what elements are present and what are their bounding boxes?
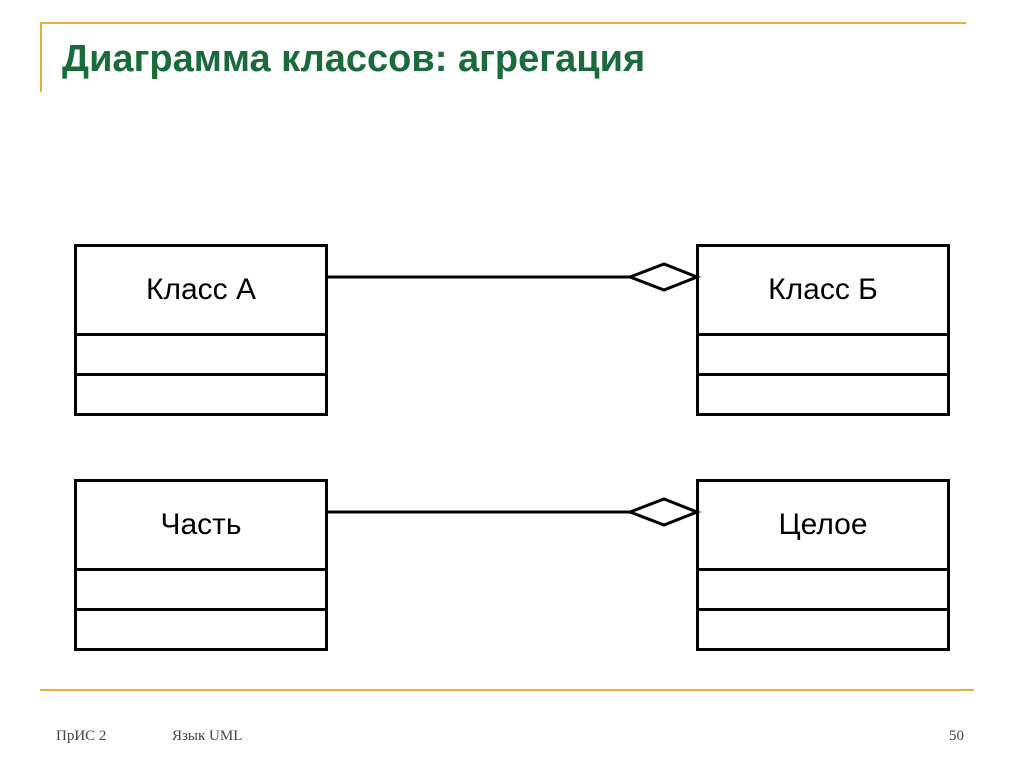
class-name: Класс А	[77, 247, 325, 336]
page-number: 50	[949, 728, 964, 744]
aggregation-link-a-b	[325, 262, 702, 292]
class-name: Часть	[77, 482, 325, 571]
class-attributes-compartment	[699, 571, 947, 611]
uml-class-a: Класс А	[74, 244, 328, 416]
left-accent-rule	[40, 22, 42, 92]
class-attributes-compartment	[77, 336, 325, 376]
footer-rule	[40, 689, 974, 691]
class-attributes-compartment	[77, 571, 325, 611]
uml-class-whole: Целое	[696, 479, 950, 651]
top-accent-rule	[40, 22, 966, 24]
aggregation-diamond-icon	[625, 497, 702, 527]
footer-topic: Язык UML	[172, 728, 243, 744]
class-operations-compartment	[699, 376, 947, 413]
class-operations-compartment	[699, 611, 947, 648]
class-name: Целое	[699, 482, 947, 571]
footer-course: ПрИС 2	[56, 728, 107, 744]
class-operations-compartment	[77, 376, 325, 413]
class-name: Класс Б	[699, 247, 947, 336]
aggregation-diamond-icon	[625, 262, 702, 292]
class-attributes-compartment	[699, 336, 947, 376]
slide-title: Диаграмма классов: агрегация	[62, 38, 646, 80]
class-operations-compartment	[77, 611, 325, 648]
aggregation-link-part-whole	[325, 497, 702, 527]
uml-class-b: Класс Б	[696, 244, 950, 416]
uml-class-part: Часть	[74, 479, 328, 651]
